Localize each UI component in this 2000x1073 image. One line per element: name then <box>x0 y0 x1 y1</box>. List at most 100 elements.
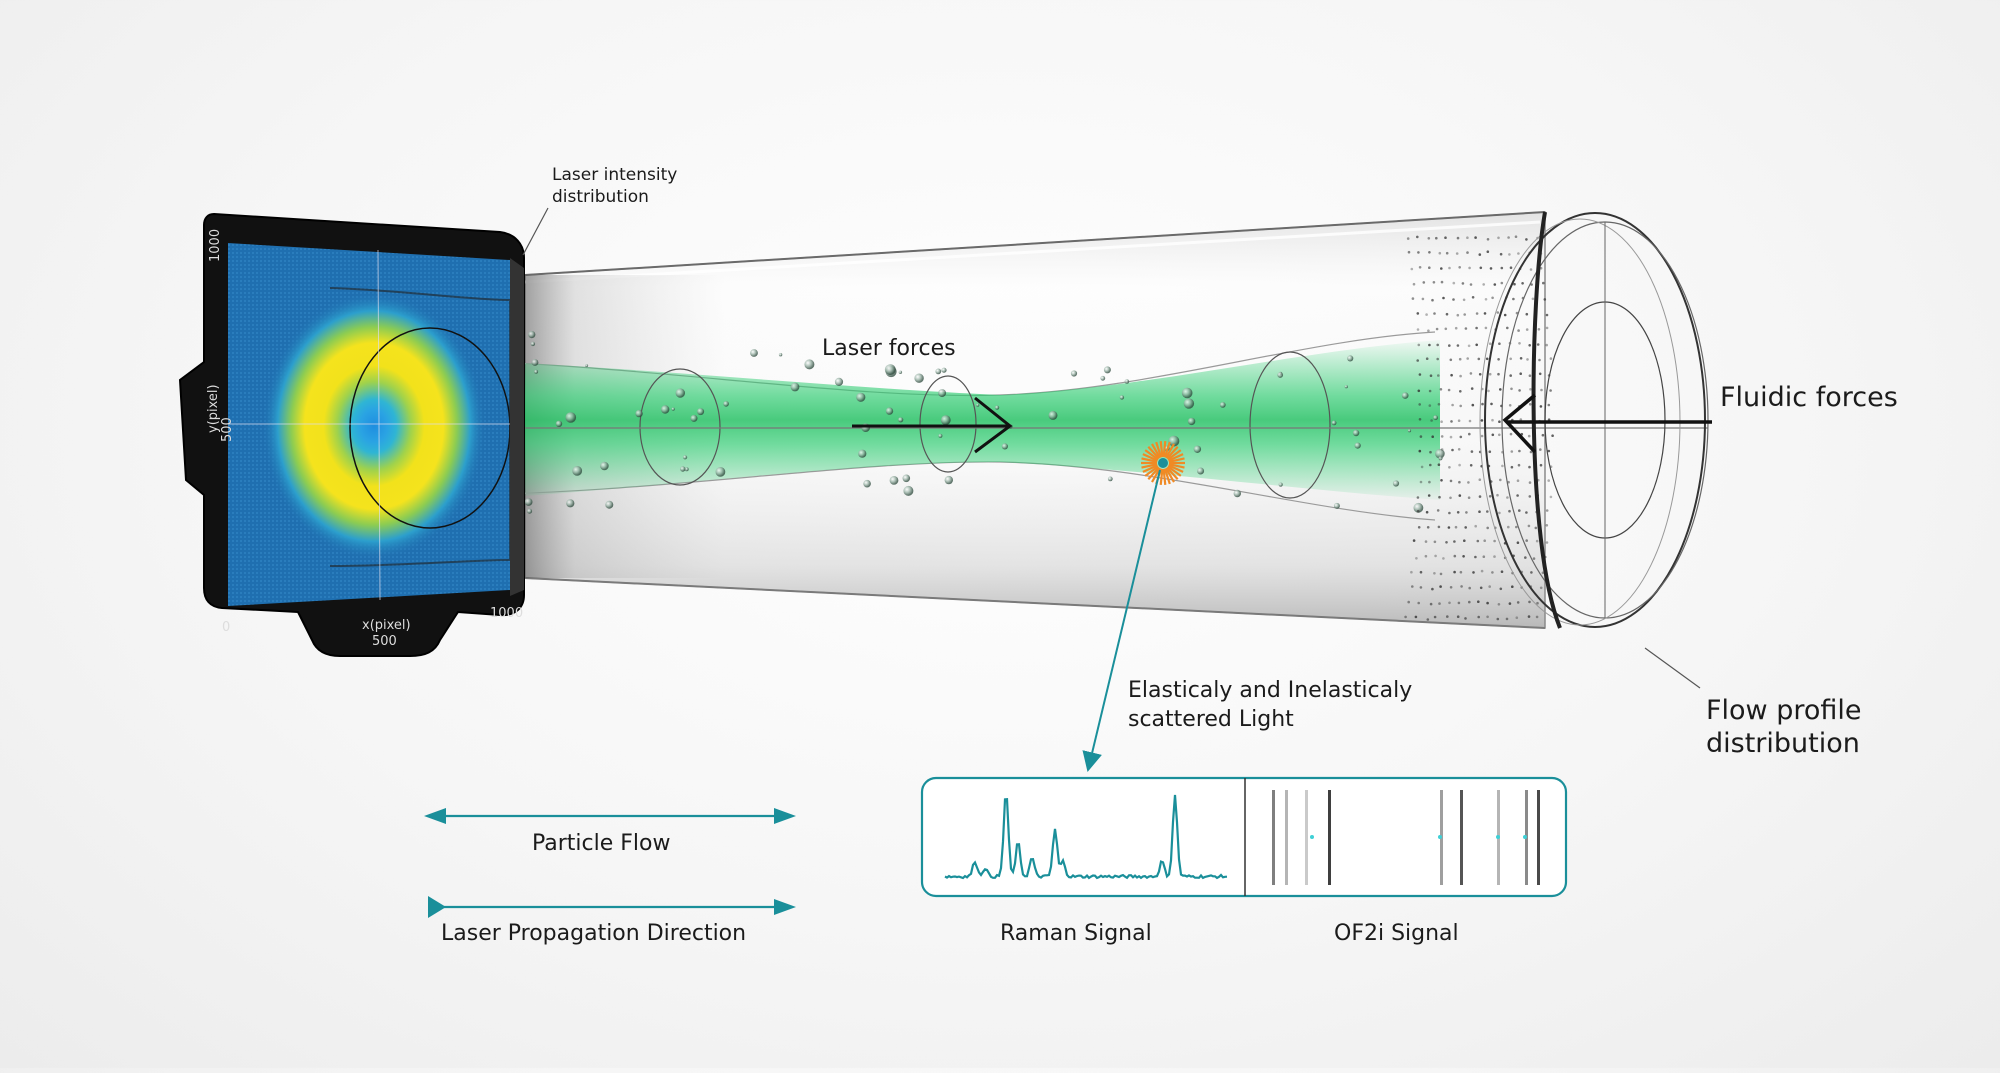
flow-dot <box>1528 374 1532 378</box>
particle <box>555 420 563 427</box>
flow-dot <box>1457 419 1461 423</box>
flow-dot <box>1456 313 1460 317</box>
flow-dot <box>1469 372 1473 375</box>
flow-dot <box>1480 434 1484 438</box>
laser-intensity-label: Laser intensity distribution <box>552 164 677 208</box>
particle <box>1183 398 1195 409</box>
particle <box>1277 372 1284 378</box>
particle <box>531 359 539 366</box>
flow-dot <box>1500 281 1504 285</box>
flow-dot <box>1437 525 1441 529</box>
flow-dot <box>1508 602 1512 605</box>
flow-dot <box>1449 435 1453 439</box>
flow-dot <box>1534 526 1538 530</box>
particle <box>903 485 914 496</box>
flow-dot <box>1488 372 1492 376</box>
flow-dot <box>1509 357 1512 361</box>
particle-flow-arrow <box>424 808 796 824</box>
flow-dot <box>1467 344 1471 348</box>
flow-dot <box>1539 266 1543 270</box>
particle <box>898 417 904 423</box>
flow-dot <box>1539 586 1543 590</box>
particle <box>1407 429 1412 433</box>
flow-dot <box>1545 326 1549 330</box>
scattered-line2: scattered Light <box>1128 707 1294 732</box>
particle <box>690 414 698 422</box>
flow-dot <box>1440 420 1443 424</box>
flow-dot <box>1510 387 1513 391</box>
flow-dot <box>1464 327 1468 330</box>
flow-dot <box>1531 297 1535 301</box>
sensor-y-tick-mid: 500 <box>220 417 235 442</box>
flow-dot <box>1493 283 1497 286</box>
flow-dot <box>1465 511 1468 514</box>
flow-dot <box>1466 236 1469 239</box>
sensor-x-axis-label: x(pixel) <box>362 618 411 633</box>
flow-dot <box>1428 389 1432 393</box>
flow-dot <box>1449 358 1453 362</box>
flow-dot <box>1425 313 1428 316</box>
flow-dot <box>1518 342 1521 345</box>
flow-dot <box>1467 496 1471 500</box>
flow-dot <box>1412 539 1416 542</box>
flow-dot <box>1463 539 1466 542</box>
flow-dot <box>1497 236 1500 240</box>
flow-dot <box>1450 420 1453 423</box>
flow-dot <box>1421 297 1425 301</box>
particle <box>750 349 758 357</box>
flow-dot <box>1418 418 1422 421</box>
laser-intensity-line2: distribution <box>552 187 649 207</box>
flow-dot <box>1464 526 1467 529</box>
particle <box>1187 417 1196 426</box>
flow-dot <box>1489 267 1493 270</box>
flow-dot <box>1419 480 1423 484</box>
scattering-particle <box>1141 440 1185 486</box>
scattered-line1: Elasticaly and Inelasticaly <box>1128 678 1413 703</box>
particle <box>530 341 536 347</box>
flow-dot <box>1454 326 1458 330</box>
flow-dot <box>1427 329 1430 333</box>
scatter-ray <box>1144 465 1159 477</box>
flow-dot <box>1450 373 1453 377</box>
particle <box>1331 420 1337 426</box>
flow-dot <box>1448 601 1451 605</box>
flow-dot <box>1440 448 1444 451</box>
flow-dot <box>1470 450 1474 453</box>
flow-dot <box>1466 357 1469 360</box>
scatter-ray <box>1151 467 1161 483</box>
flow-dot <box>1464 617 1467 620</box>
flow-dot <box>1480 419 1484 422</box>
flow-dot <box>1457 448 1461 451</box>
flow-dot <box>1497 603 1501 606</box>
particle <box>527 508 533 514</box>
sensor-x-tick-mid: 500 <box>372 634 397 649</box>
particle <box>661 405 670 414</box>
particle <box>856 392 866 402</box>
raman-spectrum-plot <box>944 794 1228 880</box>
flow-dot <box>1541 571 1545 575</box>
flow-dot <box>1453 570 1456 574</box>
particle <box>1124 379 1130 384</box>
flow-dot <box>1433 572 1436 575</box>
flow-dot <box>1521 282 1524 285</box>
flow-dot <box>1406 237 1410 240</box>
of2i-marker <box>1438 835 1442 839</box>
flow-dot <box>1426 618 1430 621</box>
particle <box>863 479 871 488</box>
flow-dot <box>1412 282 1416 286</box>
flow-dot <box>1439 585 1442 588</box>
flow-dot <box>1425 510 1429 514</box>
scatter-ray <box>1168 464 1184 473</box>
signal-panel <box>920 776 1568 898</box>
flow-dot <box>1415 557 1418 560</box>
flow-dot <box>1419 586 1423 589</box>
scattered-light-label: Elasticaly and Inelasticaly scattered Li… <box>1128 676 1412 734</box>
flow-dot <box>1429 463 1432 467</box>
flow-dot <box>1525 238 1528 241</box>
flow-dot <box>1436 509 1440 512</box>
scatter-ray <box>1162 468 1167 486</box>
flow-dot <box>1498 342 1501 346</box>
particle <box>940 415 951 425</box>
flow-dot <box>1499 252 1503 256</box>
flow-dot <box>1410 267 1414 271</box>
